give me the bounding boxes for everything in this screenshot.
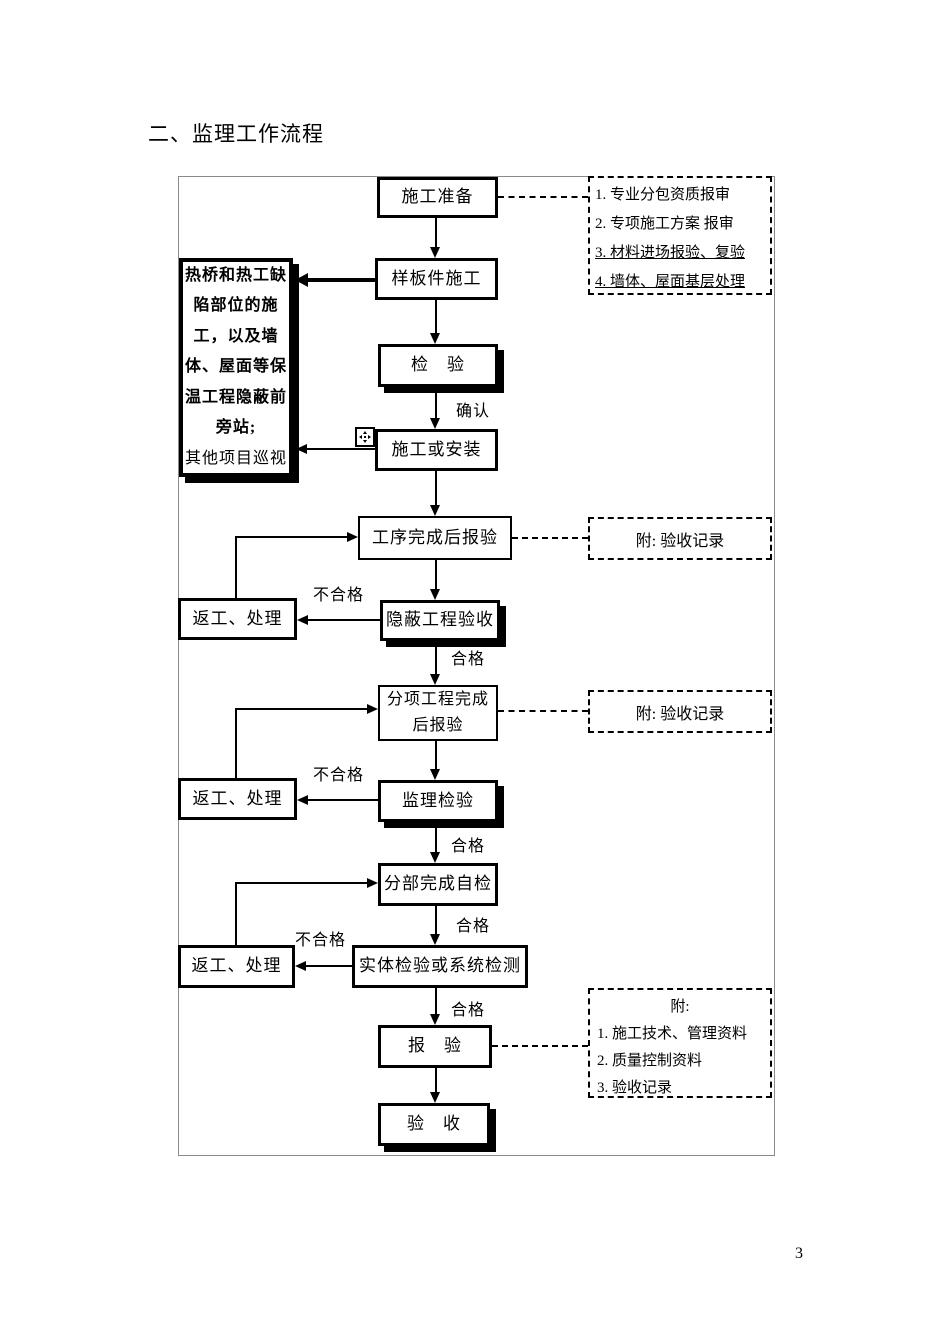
connector-line <box>235 708 368 710</box>
flow-box-rework-2: 返工、处理 <box>178 778 297 820</box>
flow-box-sample: 样板件施工 <box>375 258 498 300</box>
flow-box-rework-1: 返工、处理 <box>178 598 297 640</box>
flow-box-rework-3: 返工、处理 <box>178 945 295 988</box>
arrow-down-icon <box>430 852 440 863</box>
connector-line <box>235 709 237 778</box>
connector-line <box>308 619 380 621</box>
note-item: 4. 墙体、屋面基层处理 <box>595 274 746 290</box>
connector-line <box>435 741 437 771</box>
flow-box-process-report: 工序完成后报验 <box>358 516 512 560</box>
standby-line: 温工程隐蔽前 <box>185 388 288 406</box>
flow-box-prep: 施工准备 <box>377 177 498 218</box>
connector-line <box>435 560 437 591</box>
standby-line: 体、屋面等保 <box>185 358 288 376</box>
flow-box-report: 报 验 <box>378 1025 492 1068</box>
arrow-down-icon <box>430 418 440 429</box>
dashed-connector <box>498 196 588 198</box>
arrow-left-icon <box>297 615 308 625</box>
connector-line <box>435 300 437 335</box>
arrow-right-icon <box>347 532 358 542</box>
standby-line: 旁站; <box>215 419 257 437</box>
standby-line: 热桥和热工缺 <box>185 266 288 284</box>
note-title: 附: <box>670 999 690 1015</box>
connector-line <box>235 882 368 884</box>
confirm-label: 确认 <box>456 403 491 420</box>
connector-line <box>435 906 437 936</box>
connector-line <box>235 537 237 598</box>
arrow-left-icon <box>295 273 308 287</box>
dashed-connector <box>512 537 588 539</box>
connector-line <box>307 278 375 282</box>
pass-label: 合格 <box>456 918 491 935</box>
arrow-left-icon <box>296 444 307 454</box>
connector-line <box>435 641 437 676</box>
flow-box-entity-test: 实体检验或系统检测 <box>352 945 528 988</box>
arrow-down-icon <box>430 333 440 344</box>
connector-line <box>435 822 437 854</box>
connector-line <box>435 218 437 250</box>
pass-label: 合格 <box>451 651 486 668</box>
subitem-report-line: 后报验 <box>412 717 464 734</box>
note-item: 2. 质量控制资料 <box>597 1053 703 1069</box>
connector-line <box>435 471 437 507</box>
pass-label: 合格 <box>451 838 486 855</box>
arrow-left-icon <box>295 961 306 971</box>
note-item: 1. 专业分包资质报审 <box>595 187 731 203</box>
arrow-down-icon <box>430 769 440 780</box>
arrow-down-icon <box>430 1092 440 1103</box>
flow-box-acceptance: 验 收 <box>378 1103 490 1146</box>
arrow-down-icon <box>430 247 440 258</box>
note-box-report-attachments: 附: 1. 施工技术、管理资料 2. 质量控制资料 3. 验收记录 <box>588 988 772 1098</box>
connector-line <box>306 965 352 967</box>
fail-label: 不合格 <box>313 587 365 604</box>
arrow-down-icon <box>430 589 440 600</box>
arrow-right-icon <box>367 878 378 888</box>
standby-line: 其他项目巡视 <box>185 449 288 467</box>
dashed-connector <box>498 710 588 712</box>
flowchart-frame <box>178 176 775 1156</box>
flow-box-subitem-report: 分项工程完成 后报验 <box>378 685 498 741</box>
dashed-connector <box>492 1045 588 1047</box>
note-item: 3. 材料进场报验、复验 <box>595 245 746 261</box>
arrow-right-icon <box>367 704 378 714</box>
note-box-acceptance-record-2: 附: 验收记录 <box>588 690 772 733</box>
flow-box-hidden-acceptance: 隐蔽工程验收 <box>380 600 500 641</box>
flow-box-install: 施工或安装 <box>375 429 498 471</box>
note-box-prep-attachments: 1. 专业分包资质报审 2. 专项施工方案 报审 3. 材料进场报验、复验 4.… <box>588 176 772 295</box>
connector-line <box>307 448 375 450</box>
fail-label: 不合格 <box>313 767 365 784</box>
arrow-down-icon <box>430 505 440 516</box>
connector-line <box>435 387 437 420</box>
flow-box-self-check: 分部完成自检 <box>378 863 498 906</box>
connector-line <box>435 1068 437 1094</box>
arrow-down-icon <box>430 934 440 945</box>
standby-line: 工，以及墙 <box>193 327 279 345</box>
move-anchor-icon <box>355 427 375 447</box>
pass-label: 合格 <box>451 1002 486 1019</box>
note-item: 1. 施工技术、管理资料 <box>597 1026 748 1042</box>
connector-line <box>308 799 378 801</box>
note-box-acceptance-record-1: 附: 验收记录 <box>588 517 772 560</box>
connector-line <box>235 883 237 945</box>
flow-box-supervisor-inspect: 监理检验 <box>378 780 498 822</box>
note-item: 2. 专项施工方案 报审 <box>595 216 734 232</box>
flow-box-inspect: 检 验 <box>378 344 498 387</box>
arrow-down-icon <box>430 1014 440 1025</box>
page-number: 3 <box>795 1245 803 1262</box>
fail-label: 不合格 <box>295 932 347 949</box>
connector-line <box>235 536 348 538</box>
arrow-down-icon <box>430 674 440 685</box>
connector-line <box>435 988 437 1016</box>
subitem-report-line: 分项工程完成 <box>386 691 489 708</box>
flow-box-standby: 热桥和热工缺 陷部位的施 工，以及墙 体、屋面等保 温工程隐蔽前 旁站; 其他项… <box>179 258 293 477</box>
note-item: 3. 验收记录 <box>597 1080 673 1096</box>
section-heading: 二、监理工作流程 <box>148 122 324 146</box>
standby-line: 陷部位的施 <box>193 297 279 315</box>
arrow-left-icon <box>297 795 308 805</box>
